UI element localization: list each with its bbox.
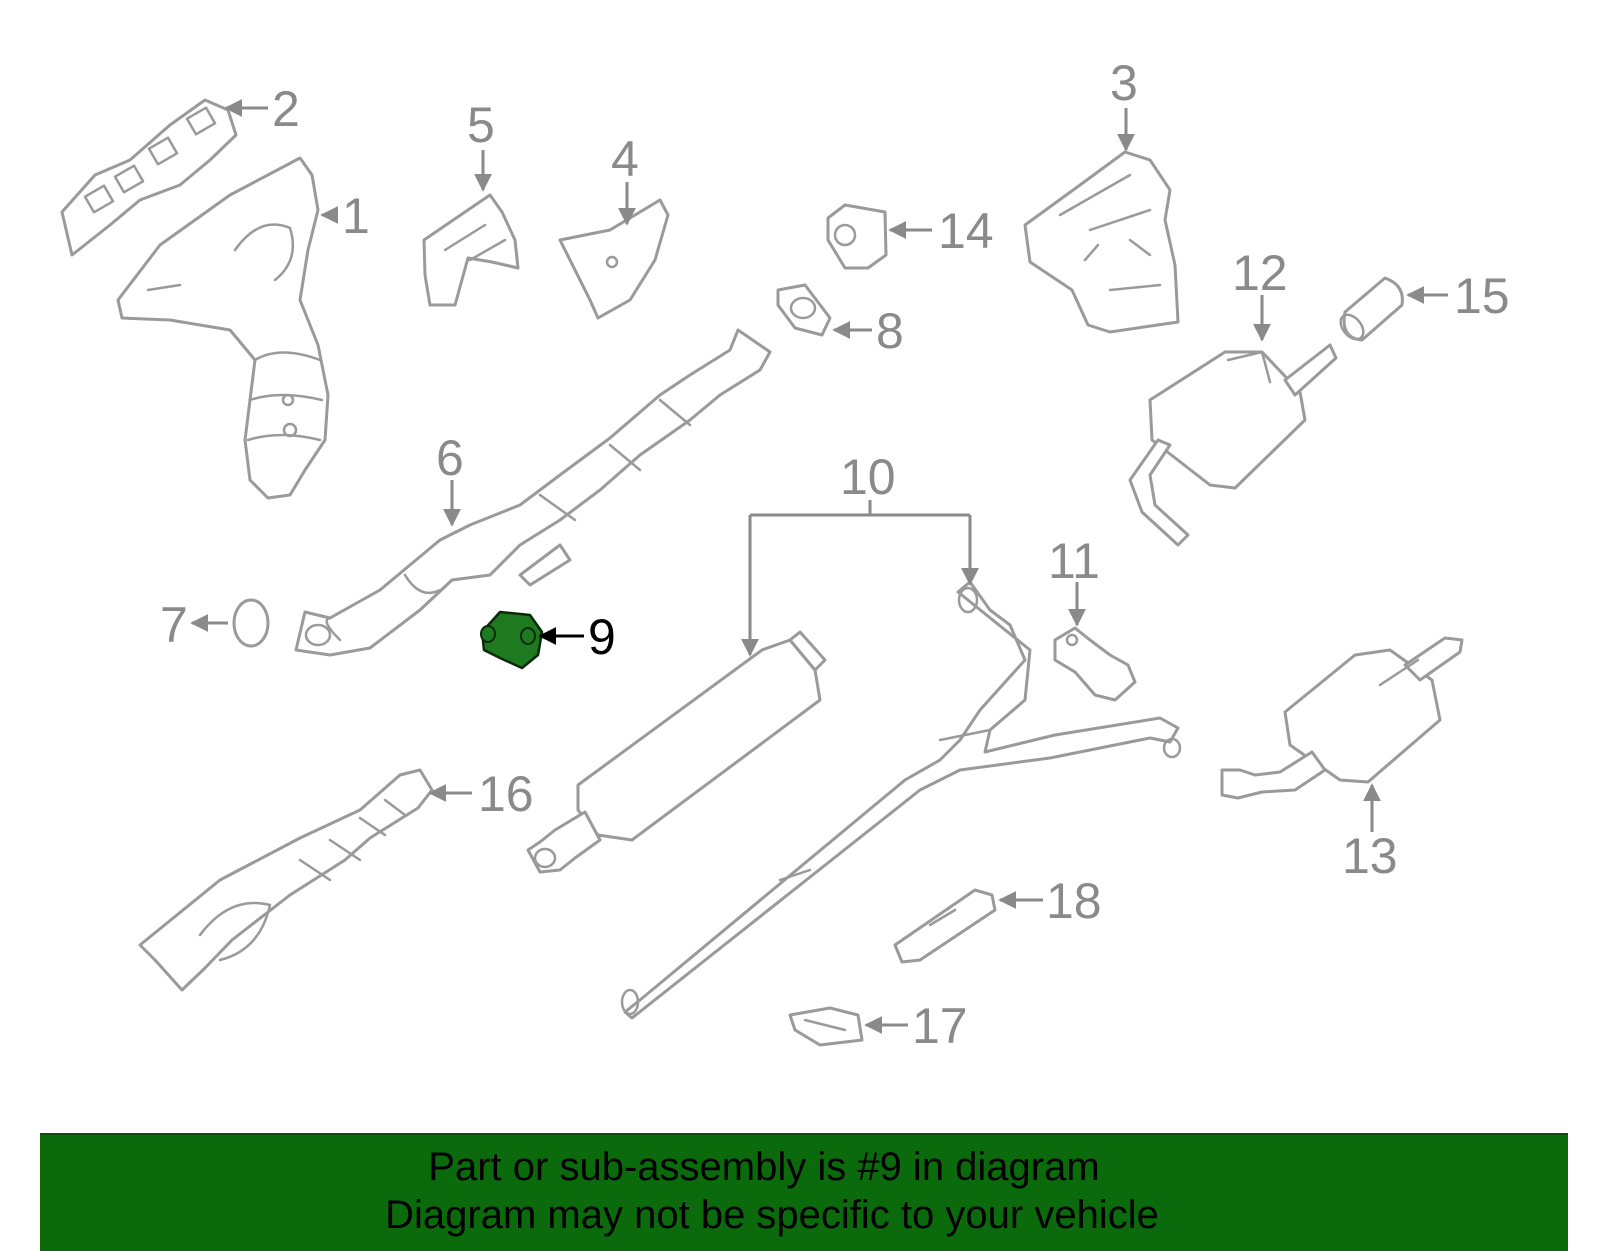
part-1-exhaust-manifold: [116, 156, 330, 500]
callout-11: 11: [1048, 533, 1100, 589]
banner-line-part-number: Part or sub-assembly is #9 in diagram: [428, 1145, 1100, 1189]
callout-15: 15: [1454, 268, 1510, 324]
info-banner: Part or sub-assembly is #9 in diagram Di…: [40, 1133, 1568, 1251]
callout-14: 14: [938, 203, 994, 259]
callout-12: 12: [1232, 245, 1288, 301]
callout-1: 1: [342, 188, 370, 244]
part-2-manifold-gasket: [60, 98, 238, 257]
callout-7: 7: [160, 597, 188, 653]
part-6-front-pipe: [294, 328, 772, 657]
callout-9: 9: [588, 609, 616, 665]
exhaust-parts-diagram: 1 2 3 4 5 6 7 8 9 10 11 12 13 14 15 16 1…: [60, 55, 1510, 1054]
callout-16: 16: [478, 766, 534, 822]
part-13-muffler: [1220, 636, 1464, 800]
part-11-bracket: [1053, 626, 1137, 702]
part-16-heat-insulator: [138, 768, 434, 992]
part-4-heat-shield: [558, 198, 670, 320]
part-15-finisher: [1339, 276, 1404, 342]
callout-labels: 1 2 3 4 5 6 7 8 9 10 11 12 13 14 15 16 1…: [160, 55, 1510, 1054]
part-17-heat-shield: [788, 1006, 864, 1047]
part-7-gasket-ring: [232, 598, 270, 648]
part-9-insulator-highlighted: [480, 610, 544, 670]
callout-2: 2: [272, 81, 300, 137]
part-18-heat-shield: [893, 888, 997, 964]
part-3-heat-shield: [1023, 150, 1180, 334]
callout-6: 6: [436, 430, 464, 486]
part-14-hanger: [826, 203, 888, 270]
callout-3: 3: [1110, 55, 1138, 111]
leader-lines: [190, 99, 1448, 1034]
part-12-muffler: [1128, 343, 1338, 547]
callout-4: 4: [611, 131, 639, 187]
part-10-center-pipe: [526, 580, 1182, 1020]
part-5-heat-shield: [422, 193, 520, 307]
callout-8: 8: [876, 303, 904, 359]
callout-5: 5: [467, 97, 495, 153]
part-8-gasket: [776, 283, 832, 337]
callout-10: 10: [840, 449, 896, 505]
callout-18: 18: [1046, 873, 1102, 929]
callout-13: 13: [1342, 828, 1398, 884]
banner-line-disclaimer: Diagram may not be specific to your vehi…: [385, 1193, 1159, 1237]
callout-17: 17: [912, 998, 968, 1054]
